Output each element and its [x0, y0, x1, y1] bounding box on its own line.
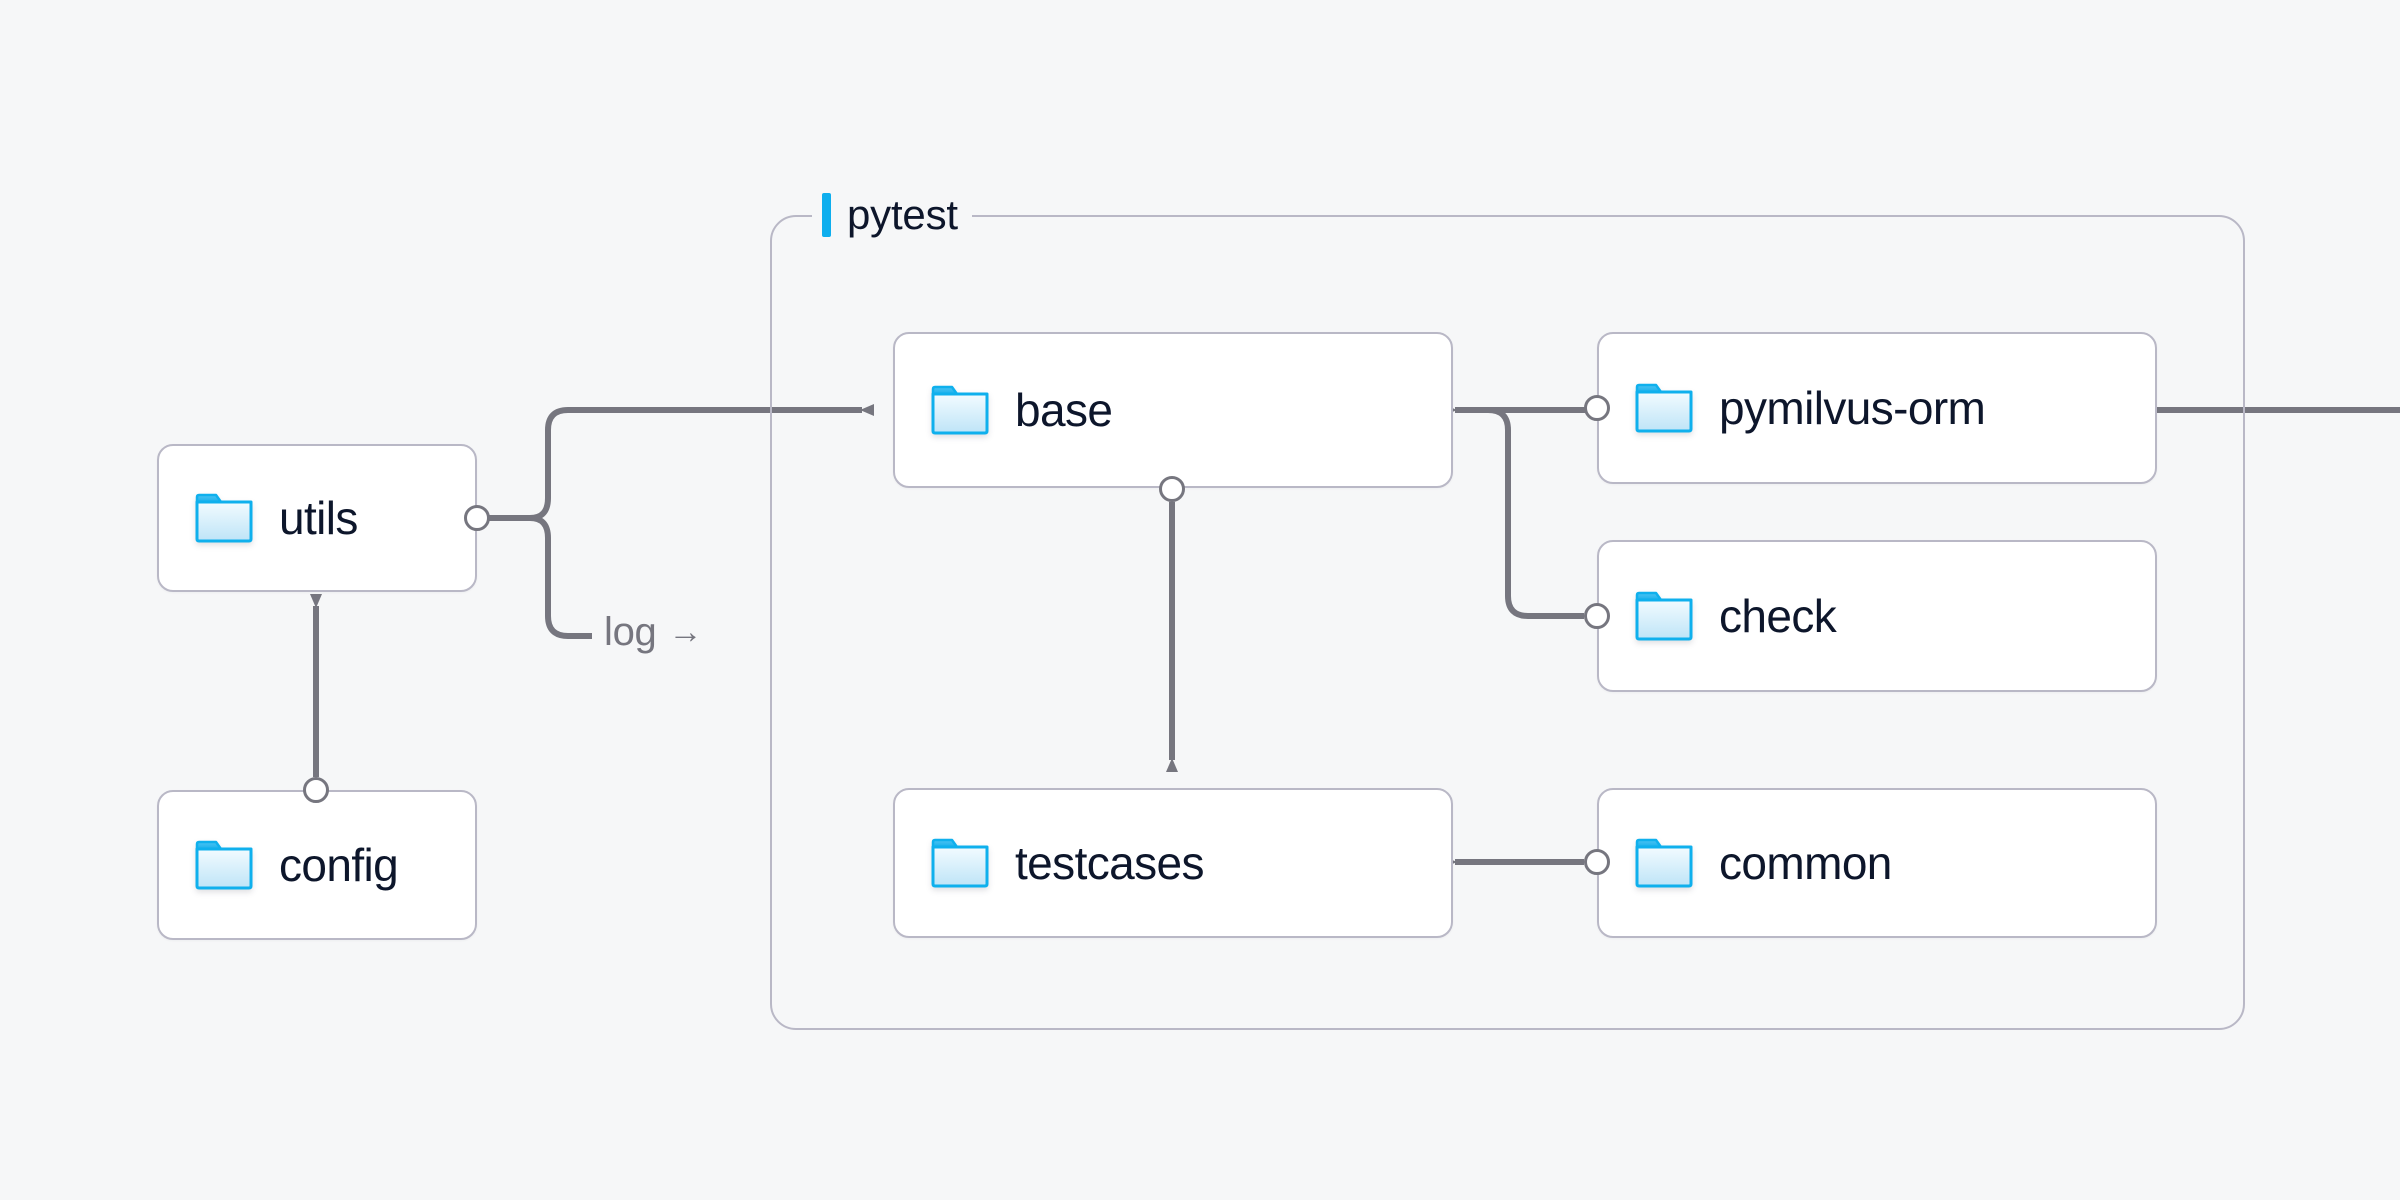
edge-utils-log: [529, 515, 592, 639]
node-label: pymilvus-orm: [1719, 382, 1986, 434]
node-testcases[interactable]: testcases: [893, 788, 1453, 938]
pytest-group-label[interactable]: pytest: [812, 188, 972, 242]
group-accent-bar: [822, 193, 831, 237]
node-label: config: [279, 839, 399, 891]
arrow-right-icon: →: [668, 613, 703, 651]
port-utils-right[interactable]: [464, 505, 490, 531]
folder-icon: [1635, 591, 1693, 641]
node-base[interactable]: base: [893, 332, 1453, 488]
folder-icon: [1635, 383, 1693, 433]
port-check-left[interactable]: [1584, 603, 1610, 629]
folder-icon: [195, 840, 253, 890]
folder-icon: [195, 493, 253, 543]
folder-icon: [931, 838, 989, 888]
pytest-group-container[interactable]: [770, 215, 2245, 1030]
node-label: testcases: [1015, 837, 1205, 889]
folder-icon: [931, 385, 989, 435]
node-pymilvus-orm[interactable]: pymilvus-orm: [1597, 332, 2157, 484]
port-pymilvus-orm-left[interactable]: [1584, 395, 1610, 421]
group-label-text: pytest: [847, 191, 958, 238]
port-common-left[interactable]: [1584, 849, 1610, 875]
edge-label-log: log →: [604, 612, 702, 652]
node-label: common: [1719, 837, 1892, 889]
node-common[interactable]: common: [1597, 788, 2157, 938]
node-utils[interactable]: utils: [157, 444, 477, 592]
port-config-top[interactable]: [303, 777, 329, 803]
node-label: base: [1015, 384, 1113, 436]
node-check[interactable]: check: [1597, 540, 2157, 692]
port-base-bottom[interactable]: [1159, 476, 1185, 502]
node-config[interactable]: config: [157, 790, 477, 940]
edge-label-text: log: [604, 610, 657, 654]
folder-icon: [1635, 838, 1693, 888]
node-label: utils: [279, 492, 358, 544]
node-label: check: [1719, 590, 1837, 642]
